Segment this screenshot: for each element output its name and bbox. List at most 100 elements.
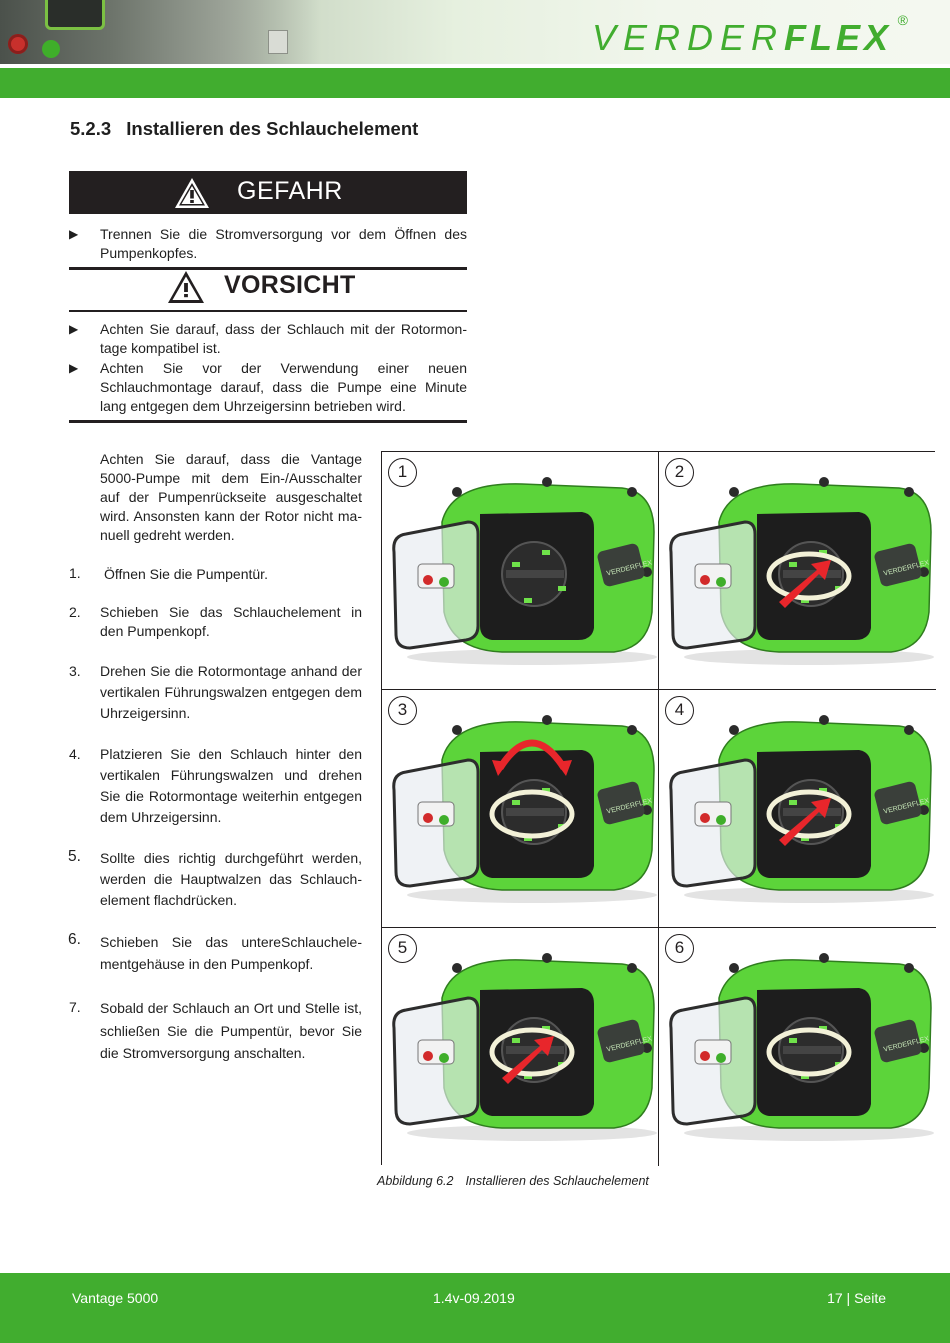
knob-icon xyxy=(642,567,652,577)
figure-panel-1: 1 VERDERFLEX xyxy=(382,452,659,690)
knob-icon xyxy=(542,953,552,963)
step-text: Platzieren Sie den Schlauch hinter den v… xyxy=(100,746,362,825)
caution-mid-rule xyxy=(69,310,467,312)
step-text: Schieben Sie das Schlauchelement in den … xyxy=(100,604,362,639)
knob-icon xyxy=(642,1043,652,1053)
rotor-arm xyxy=(783,1046,841,1054)
shadow xyxy=(684,1125,934,1141)
section-number: 5.2.3 xyxy=(70,118,112,139)
roller-accent xyxy=(512,1038,520,1043)
knob-icon xyxy=(819,953,829,963)
pump-illustration: VERDERFLEX xyxy=(392,953,657,1141)
figure-panel-4: 4 VERDERFLEX xyxy=(659,690,936,928)
stop-button-icon xyxy=(700,575,710,585)
stop-button-icon xyxy=(700,813,710,823)
registered-mark: ® xyxy=(897,12,908,28)
shadow xyxy=(407,1125,657,1141)
knob-icon xyxy=(729,725,739,735)
pump-illustration: VERDERFLEX xyxy=(392,477,657,665)
pump-control-panel-photo xyxy=(0,0,320,64)
stop-button-icon xyxy=(423,813,433,823)
shadow xyxy=(407,887,657,903)
roller-accent xyxy=(801,598,809,603)
step-number: 2. xyxy=(69,604,81,620)
knob-icon xyxy=(452,963,462,973)
roller-accent xyxy=(819,788,827,793)
label-panel xyxy=(597,543,645,587)
danger-banner: GEFAHR xyxy=(69,171,467,214)
pump-drawing: VERDERFLEX xyxy=(669,953,934,1141)
step-text: Sollte dies richtig durchgeführt werden,… xyxy=(100,850,362,908)
panel-number: 5 xyxy=(388,934,417,963)
pump-drawing: VERDERFLEX xyxy=(669,477,934,665)
logo-text-part2: FLEX xyxy=(783,17,892,58)
label-panel xyxy=(597,781,645,825)
knob-icon xyxy=(452,487,462,497)
direction-arrow-icon xyxy=(779,560,831,608)
roller-accent xyxy=(512,562,520,567)
door-display xyxy=(694,563,732,589)
knob-icon xyxy=(452,725,462,735)
knob-icon xyxy=(542,477,552,487)
panel-number: 3 xyxy=(388,696,417,725)
tube-element xyxy=(489,789,575,839)
warning-triangle-icon xyxy=(168,271,204,303)
roller-accent xyxy=(819,1026,827,1031)
tube-element xyxy=(766,789,852,839)
roller-accent xyxy=(801,836,809,841)
pump-illustration: VERDERFLEX xyxy=(669,715,934,903)
step-text: Drehen Sie die Rotormontage anhand der v… xyxy=(100,663,362,721)
start-button-icon xyxy=(439,577,449,587)
knob-icon xyxy=(729,963,739,973)
knob-icon xyxy=(642,805,652,815)
roller-accent xyxy=(542,550,550,555)
caution-item: Achten Sie vor der Verwendung einer neue… xyxy=(100,360,467,414)
step-number: 4. xyxy=(69,746,81,762)
pump-drawing: VERDERFLEX xyxy=(392,477,657,665)
start-button-icon xyxy=(716,815,726,825)
door-display xyxy=(417,1039,455,1065)
step-number: 3. xyxy=(69,663,81,679)
pump-illustration: VERDERFLEX xyxy=(669,953,934,1141)
logo-text-part1: VERDER xyxy=(591,17,784,58)
roller-accent xyxy=(789,562,797,567)
roller-accent xyxy=(819,550,827,555)
label-panel xyxy=(874,781,922,825)
pump-drawing: VERDERFLEX xyxy=(669,715,934,903)
bullet-arrow-icon: ▶ xyxy=(69,322,79,336)
start-button-icon xyxy=(439,1053,449,1063)
knob-icon xyxy=(627,963,637,973)
stop-button-icon xyxy=(423,575,433,585)
arrow-head xyxy=(556,760,572,776)
label-panel xyxy=(874,1019,922,1063)
danger-label: GEFAHR xyxy=(237,177,343,205)
step-text: Sobald der Schlauch an Ort und Stelle is… xyxy=(100,1000,362,1061)
rotor-arm xyxy=(506,570,564,578)
knob-icon xyxy=(542,715,552,725)
tube-element xyxy=(766,551,852,601)
rotor-arm xyxy=(783,570,841,578)
direction-arrow-icon xyxy=(779,798,831,846)
shadow xyxy=(684,887,934,903)
rotor-arm xyxy=(506,1046,564,1054)
footer-product: Vantage 5000 xyxy=(72,1290,159,1306)
door-display xyxy=(417,801,455,827)
figure-panel-6: 6 VERDERFLEX xyxy=(659,928,936,1166)
stop-button-icon xyxy=(8,34,28,54)
direction-arrow-icon xyxy=(502,1036,554,1084)
door-display xyxy=(694,1039,732,1065)
roller-accent xyxy=(512,800,520,805)
knob-icon xyxy=(904,725,914,735)
figure-panel-3: 3 VERDERFLEX xyxy=(382,690,659,928)
step-number: 7. xyxy=(69,999,81,1015)
panel-number: 4 xyxy=(665,696,694,725)
caution-top-rule xyxy=(69,267,467,270)
start-button-icon xyxy=(42,40,60,58)
note-text: Achten Sie darauf, dass die Vantage 5000… xyxy=(100,451,362,543)
section-title: Installieren des Schlauchelement xyxy=(126,118,419,139)
shadow xyxy=(407,649,657,665)
roller-accent xyxy=(789,1038,797,1043)
roller-accent xyxy=(524,598,532,603)
roller-accent xyxy=(542,1026,550,1031)
door-display xyxy=(417,563,455,589)
